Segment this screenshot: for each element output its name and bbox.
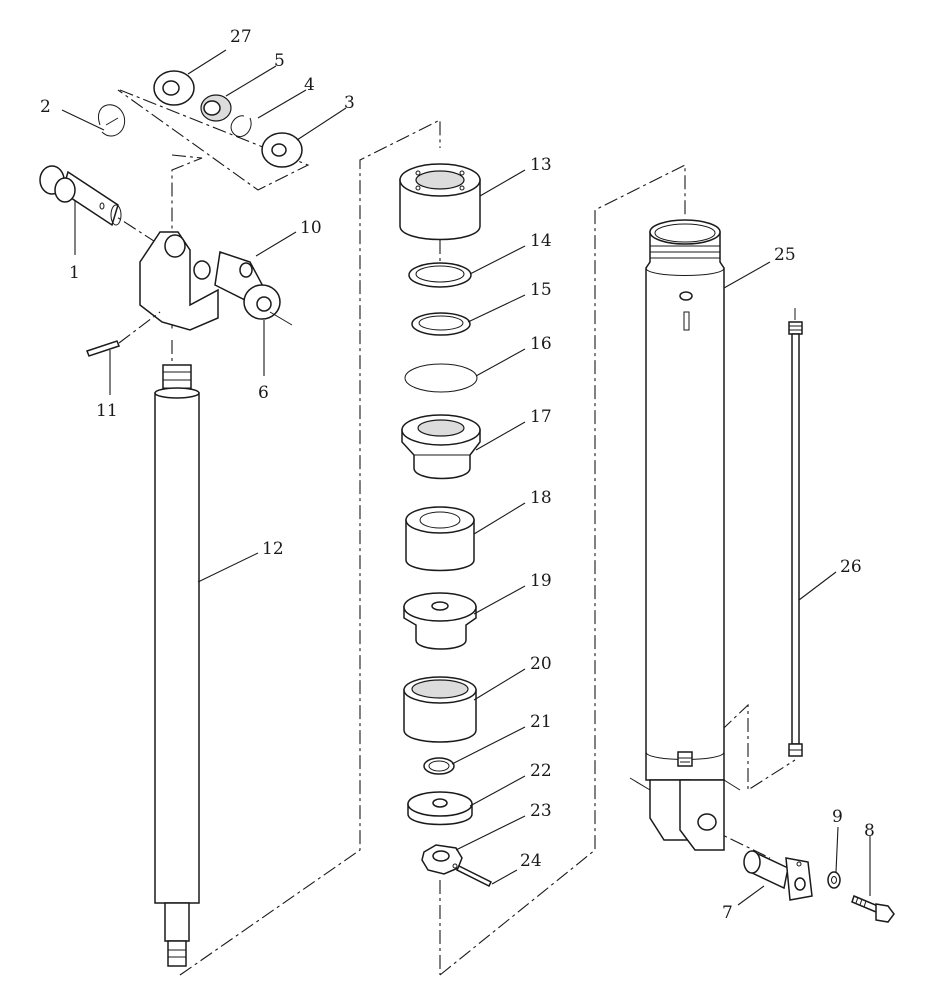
label-11: 11 xyxy=(96,401,118,421)
label-9: 9 xyxy=(832,807,843,827)
part-22-washer xyxy=(407,791,473,826)
label-15: 15 xyxy=(530,280,552,300)
part-19-piston xyxy=(403,592,477,650)
label-7: 7 xyxy=(722,903,733,923)
part-8-bolt xyxy=(851,894,895,923)
label-5: 5 xyxy=(274,51,285,71)
label-25: 25 xyxy=(774,245,796,265)
part-11-roll-pin xyxy=(86,311,161,357)
part-12-piston-rod xyxy=(154,364,200,967)
label-4: 4 xyxy=(304,75,315,95)
label-18: 18 xyxy=(530,488,552,508)
part-13-gland-nut xyxy=(399,163,481,241)
part-21-o-ring xyxy=(423,757,455,775)
label-22: 22 xyxy=(530,761,552,781)
label-12: 12 xyxy=(262,539,284,559)
label-16: 16 xyxy=(530,334,552,354)
label-20: 20 xyxy=(530,654,552,674)
part-labels: 27 5 4 3 2 1 10 6 11 12 13 14 15 16 17 1… xyxy=(40,27,875,923)
part-18-bushing xyxy=(405,506,475,572)
part-16-o-ring xyxy=(404,363,478,393)
label-13: 13 xyxy=(530,155,552,175)
part-6-washer xyxy=(243,284,293,326)
label-26: 26 xyxy=(840,557,862,577)
label-23: 23 xyxy=(530,801,552,821)
part-23-nut xyxy=(421,844,463,875)
label-10: 10 xyxy=(300,218,322,238)
part-10-clevis-yoke xyxy=(139,231,267,331)
part-9-lock-washer xyxy=(827,871,841,889)
part-4-snap-ring xyxy=(230,115,252,138)
part-24-cotter-pin xyxy=(455,864,493,888)
part-25-cylinder-barrel xyxy=(629,219,741,851)
part-17-gland xyxy=(401,414,481,480)
label-2: 2 xyxy=(40,97,51,117)
part-5-bushing xyxy=(200,94,232,122)
label-27: 27 xyxy=(230,27,252,47)
label-6: 6 xyxy=(258,383,269,403)
label-19: 19 xyxy=(530,571,552,591)
part-20-piston-sleeve xyxy=(403,676,477,743)
label-17: 17 xyxy=(530,407,552,427)
label-8: 8 xyxy=(864,821,875,841)
part-3-washer xyxy=(261,132,303,168)
part-2-spring-pin xyxy=(98,104,126,137)
part-14-seal xyxy=(408,262,472,288)
label-24: 24 xyxy=(520,851,542,871)
label-1: 1 xyxy=(69,263,80,283)
label-21: 21 xyxy=(530,712,552,732)
part-27-washer xyxy=(153,70,195,106)
label-14: 14 xyxy=(530,231,552,251)
leader-lines xyxy=(61,49,871,906)
part-26-hydraulic-tube xyxy=(788,308,803,757)
part-7-flanged-pin xyxy=(743,850,813,901)
part-15-seal xyxy=(411,312,471,336)
label-3: 3 xyxy=(344,93,355,113)
part-1-clevis-pin xyxy=(39,165,122,227)
